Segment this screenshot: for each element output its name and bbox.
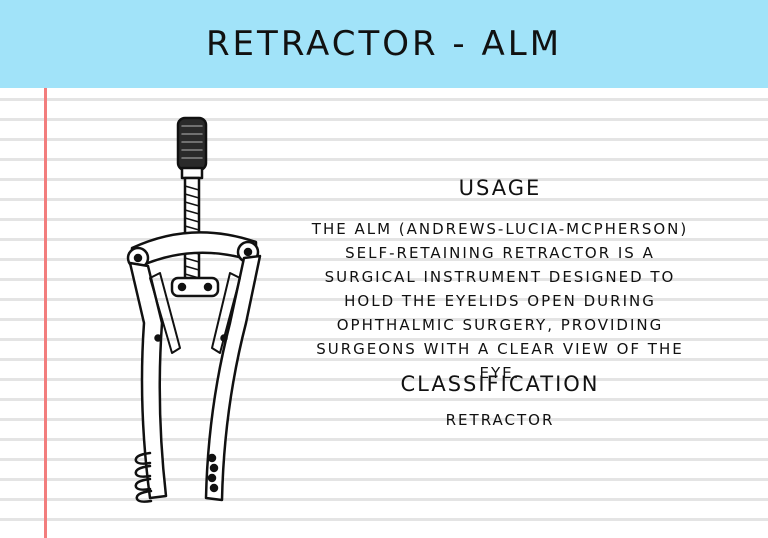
- title-banner: RETRACTOR - ALM: [0, 0, 768, 88]
- ruled-paper: [0, 88, 768, 538]
- classification-heading: CLASSIFICATION: [400, 372, 600, 396]
- margin-line: [44, 88, 47, 538]
- page-title: RETRACTOR - ALM: [205, 24, 563, 64]
- usage-description: THE ALM (ANDREWS-LUCIA-MCPHERSON) SELF-R…: [311, 220, 689, 382]
- retractor-illustration: [126, 116, 262, 503]
- classification-value: RETRACTOR: [445, 411, 555, 429]
- usage-heading: USAGE: [458, 176, 542, 200]
